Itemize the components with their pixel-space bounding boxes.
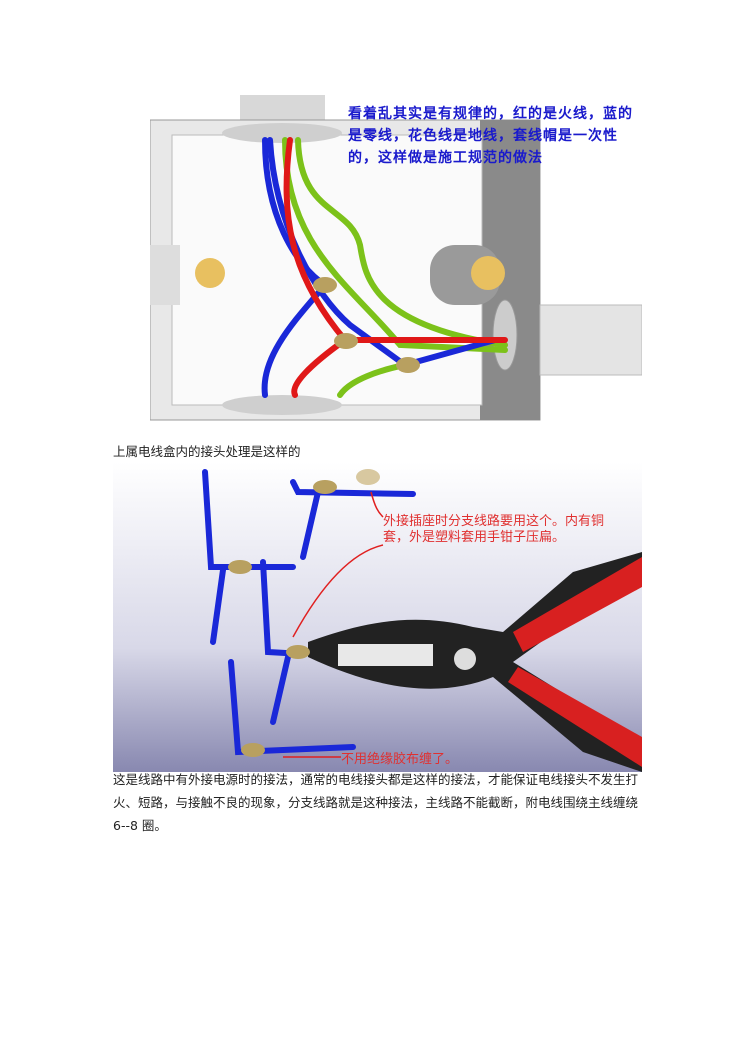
connector-annotation: 外接插座时分支线路要用这个。内有铜套，外是塑料套用手钳子压扁。 [383,514,605,545]
junction-box-illustration: 看着乱其实是有规律的，红的是火线，蓝的是零线，花色线是地线，套线帽是一次性的，这… [149,95,643,423]
splice-pliers-drawing [113,462,642,772]
no-tape-annotation: 不用绝缘胶布缠了。 [341,752,459,767]
figure1-caption: 上属电线盒内的接头处理是这样的 [113,444,301,459]
explanation-paragraph: 这是线路中有外接电源时的接法，通常的电线接头都是这样的接法，才能保证电线接头不发… [113,772,639,833]
wire-splice-illustration: 外接插座时分支线路要用这个。内有铜套，外是塑料套用手钳子压扁。 不用绝缘胶布缠了… [113,462,642,772]
junction-box-drawing [149,95,643,421]
wire-color-annotation: 看着乱其实是有规律的，红的是火线，蓝的是零线，花色线是地线，套线帽是一次性的，这… [348,106,633,166]
